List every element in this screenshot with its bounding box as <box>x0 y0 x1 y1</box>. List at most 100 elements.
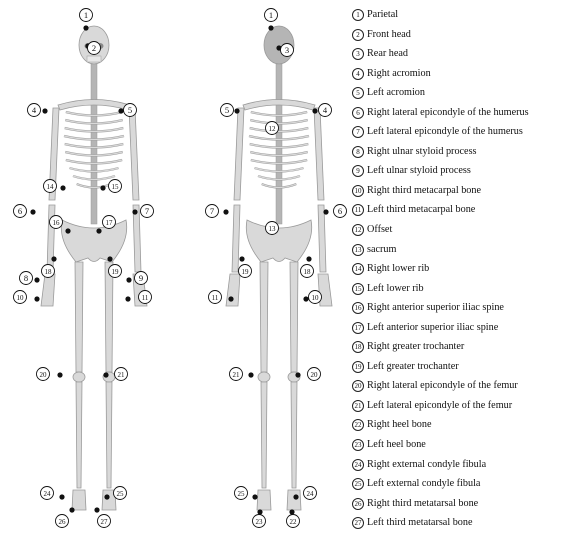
marker-number: 7 <box>210 206 214 216</box>
legend-label: Left greater trochanter <box>367 357 459 377</box>
marker-number: 27 <box>101 518 109 526</box>
hand <box>226 274 240 306</box>
marker-dot <box>69 507 74 512</box>
femur <box>105 262 113 372</box>
legend-label: Right ulnar styloid process <box>367 142 477 162</box>
femur <box>290 262 298 372</box>
marker-number: 20 <box>40 371 48 379</box>
marker-number: 19 <box>112 268 120 276</box>
legend-number-badge: 4 <box>352 68 364 80</box>
legend-number-badge: 16 <box>352 302 364 314</box>
marker-dot <box>312 108 317 113</box>
legend-label: Left external condyle fibula <box>367 474 480 494</box>
legend-item-16: 16Right anterior superior iliac spine <box>352 298 584 318</box>
back-marker-19: 19 <box>239 256 252 277</box>
front-marker-8: 8 <box>20 272 40 285</box>
legend-label: Left anterior superior iliac spine <box>367 318 498 338</box>
marker-dot <box>65 228 70 233</box>
legend-item-21: 21Left lateral epicondyle of the femur <box>352 396 584 416</box>
foot <box>257 490 271 510</box>
marker-number: 9 <box>139 273 143 283</box>
front-markers-group: 124567891011141516171819202124252627 <box>14 9 154 528</box>
legend-label: Left lateral epicondyle of the femur <box>367 396 512 416</box>
legend-label: Right lateral epicondyle of the humerus <box>367 103 529 123</box>
marker-number: 5 <box>128 105 132 115</box>
marker-dot <box>30 209 35 214</box>
marker-dot <box>107 256 112 261</box>
marker-dot <box>248 372 253 377</box>
legend-number-badge: 14 <box>352 263 364 275</box>
marker-number: 15 <box>112 183 120 191</box>
front-marker-6: 6 <box>14 205 36 218</box>
front-marker-14: 14 <box>44 180 66 193</box>
femur <box>75 262 83 372</box>
marker-number: 18 <box>45 268 53 276</box>
legend-label: Left ulnar styloid process <box>367 161 471 181</box>
marker-number: 2 <box>92 43 96 53</box>
legend-item-6: 6Right lateral epicondyle of the humerus <box>352 103 584 123</box>
legend-item-5: 5Left acromion <box>352 83 584 103</box>
marker-number: 5 <box>225 105 229 115</box>
marker-dot <box>239 256 244 261</box>
legend-number-badge: 19 <box>352 361 364 373</box>
back-marker-25: 25 <box>235 487 258 500</box>
marker-number: 8 <box>24 273 28 283</box>
legend-number-badge: 26 <box>352 498 364 510</box>
legend-item-2: 2Front head <box>352 25 584 45</box>
marker-number: 1 <box>84 10 88 20</box>
legend-label: Left lateral epicondyle of the humerus <box>367 122 523 142</box>
legend-number-badge: 23 <box>352 439 364 451</box>
tibia <box>261 382 267 488</box>
legend-number-badge: 8 <box>352 146 364 158</box>
marker-dot <box>57 372 62 377</box>
spine <box>91 64 97 224</box>
legend-item-7: 7Left lateral epicondyle of the humerus <box>352 122 584 142</box>
legend-item-12: 12Offset <box>352 220 584 240</box>
front-skeleton-view <box>41 26 147 510</box>
front-marker-27: 27 <box>94 507 110 527</box>
legend-label: Left heel bone <box>367 435 426 455</box>
marker-dot <box>125 296 130 301</box>
foot <box>287 490 301 510</box>
femur <box>260 262 268 372</box>
front-marker-24: 24 <box>41 487 65 500</box>
back-marker-7: 7 <box>206 205 229 218</box>
legend-label: sacrum <box>367 240 396 260</box>
marker-dot <box>257 509 262 514</box>
marker-legend: 1Parietal2Front head3Rear head4Right acr… <box>352 5 584 533</box>
legend-label: Front head <box>367 25 411 45</box>
back-marker-23: 23 <box>253 509 266 527</box>
legend-item-1: 1Parietal <box>352 5 584 25</box>
marker-dot <box>303 296 308 301</box>
forearm <box>318 205 326 272</box>
legend-label: Right external condyle fibula <box>367 455 486 475</box>
legend-item-26: 26Right third metatarsal bone <box>352 494 584 514</box>
marker-number: 25 <box>117 490 125 498</box>
marker-number: 18 <box>304 268 312 276</box>
legend-number-badge: 12 <box>352 224 364 236</box>
legend-number-badge: 7 <box>352 126 364 138</box>
marker-dot <box>34 296 39 301</box>
tibia <box>106 382 112 488</box>
marker-number: 24 <box>44 490 52 498</box>
legend-number-badge: 25 <box>352 478 364 490</box>
legend-label: Right anterior superior iliac spine <box>367 298 504 318</box>
marker-dot <box>228 296 233 301</box>
front-marker-9: 9 <box>126 272 147 285</box>
marker-dot <box>118 108 123 113</box>
front-marker-10: 10 <box>14 291 40 304</box>
legend-number-badge: 1 <box>352 9 364 21</box>
marker-dot <box>104 494 109 499</box>
back-marker-22: 22 <box>287 509 300 527</box>
marker-number: 11 <box>212 294 219 302</box>
front-marker-15: 15 <box>100 180 121 193</box>
tibia <box>291 382 297 488</box>
foot <box>72 490 86 510</box>
marker-dot <box>289 509 294 514</box>
legend-number-badge: 13 <box>352 244 364 256</box>
legend-number-badge: 24 <box>352 459 364 471</box>
legend-label: Right third metacarpal bone <box>367 181 481 201</box>
